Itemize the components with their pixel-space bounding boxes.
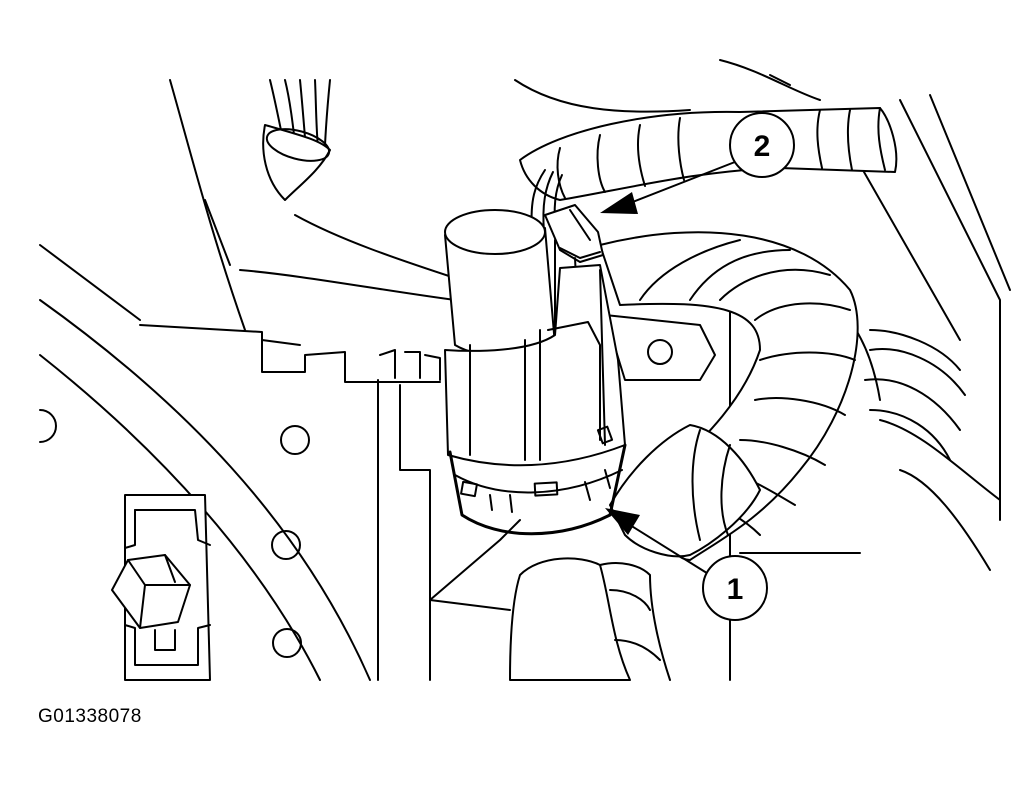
callout-1-label: 1 — [727, 573, 744, 606]
callout-2-arrowhead — [600, 192, 638, 214]
mounting-bolt-bracket — [111, 494, 211, 681]
callout-1: 1 — [605, 508, 768, 621]
callout-2-label: 2 — [754, 130, 771, 163]
upper-wire-bundle — [262, 79, 331, 201]
figure-code: G01338078 — [38, 706, 142, 727]
callout-1-arrowhead — [605, 508, 640, 535]
electrical-connector — [444, 169, 627, 536]
wiring-harness — [509, 107, 966, 681]
callout-2: 2 — [600, 112, 795, 214]
